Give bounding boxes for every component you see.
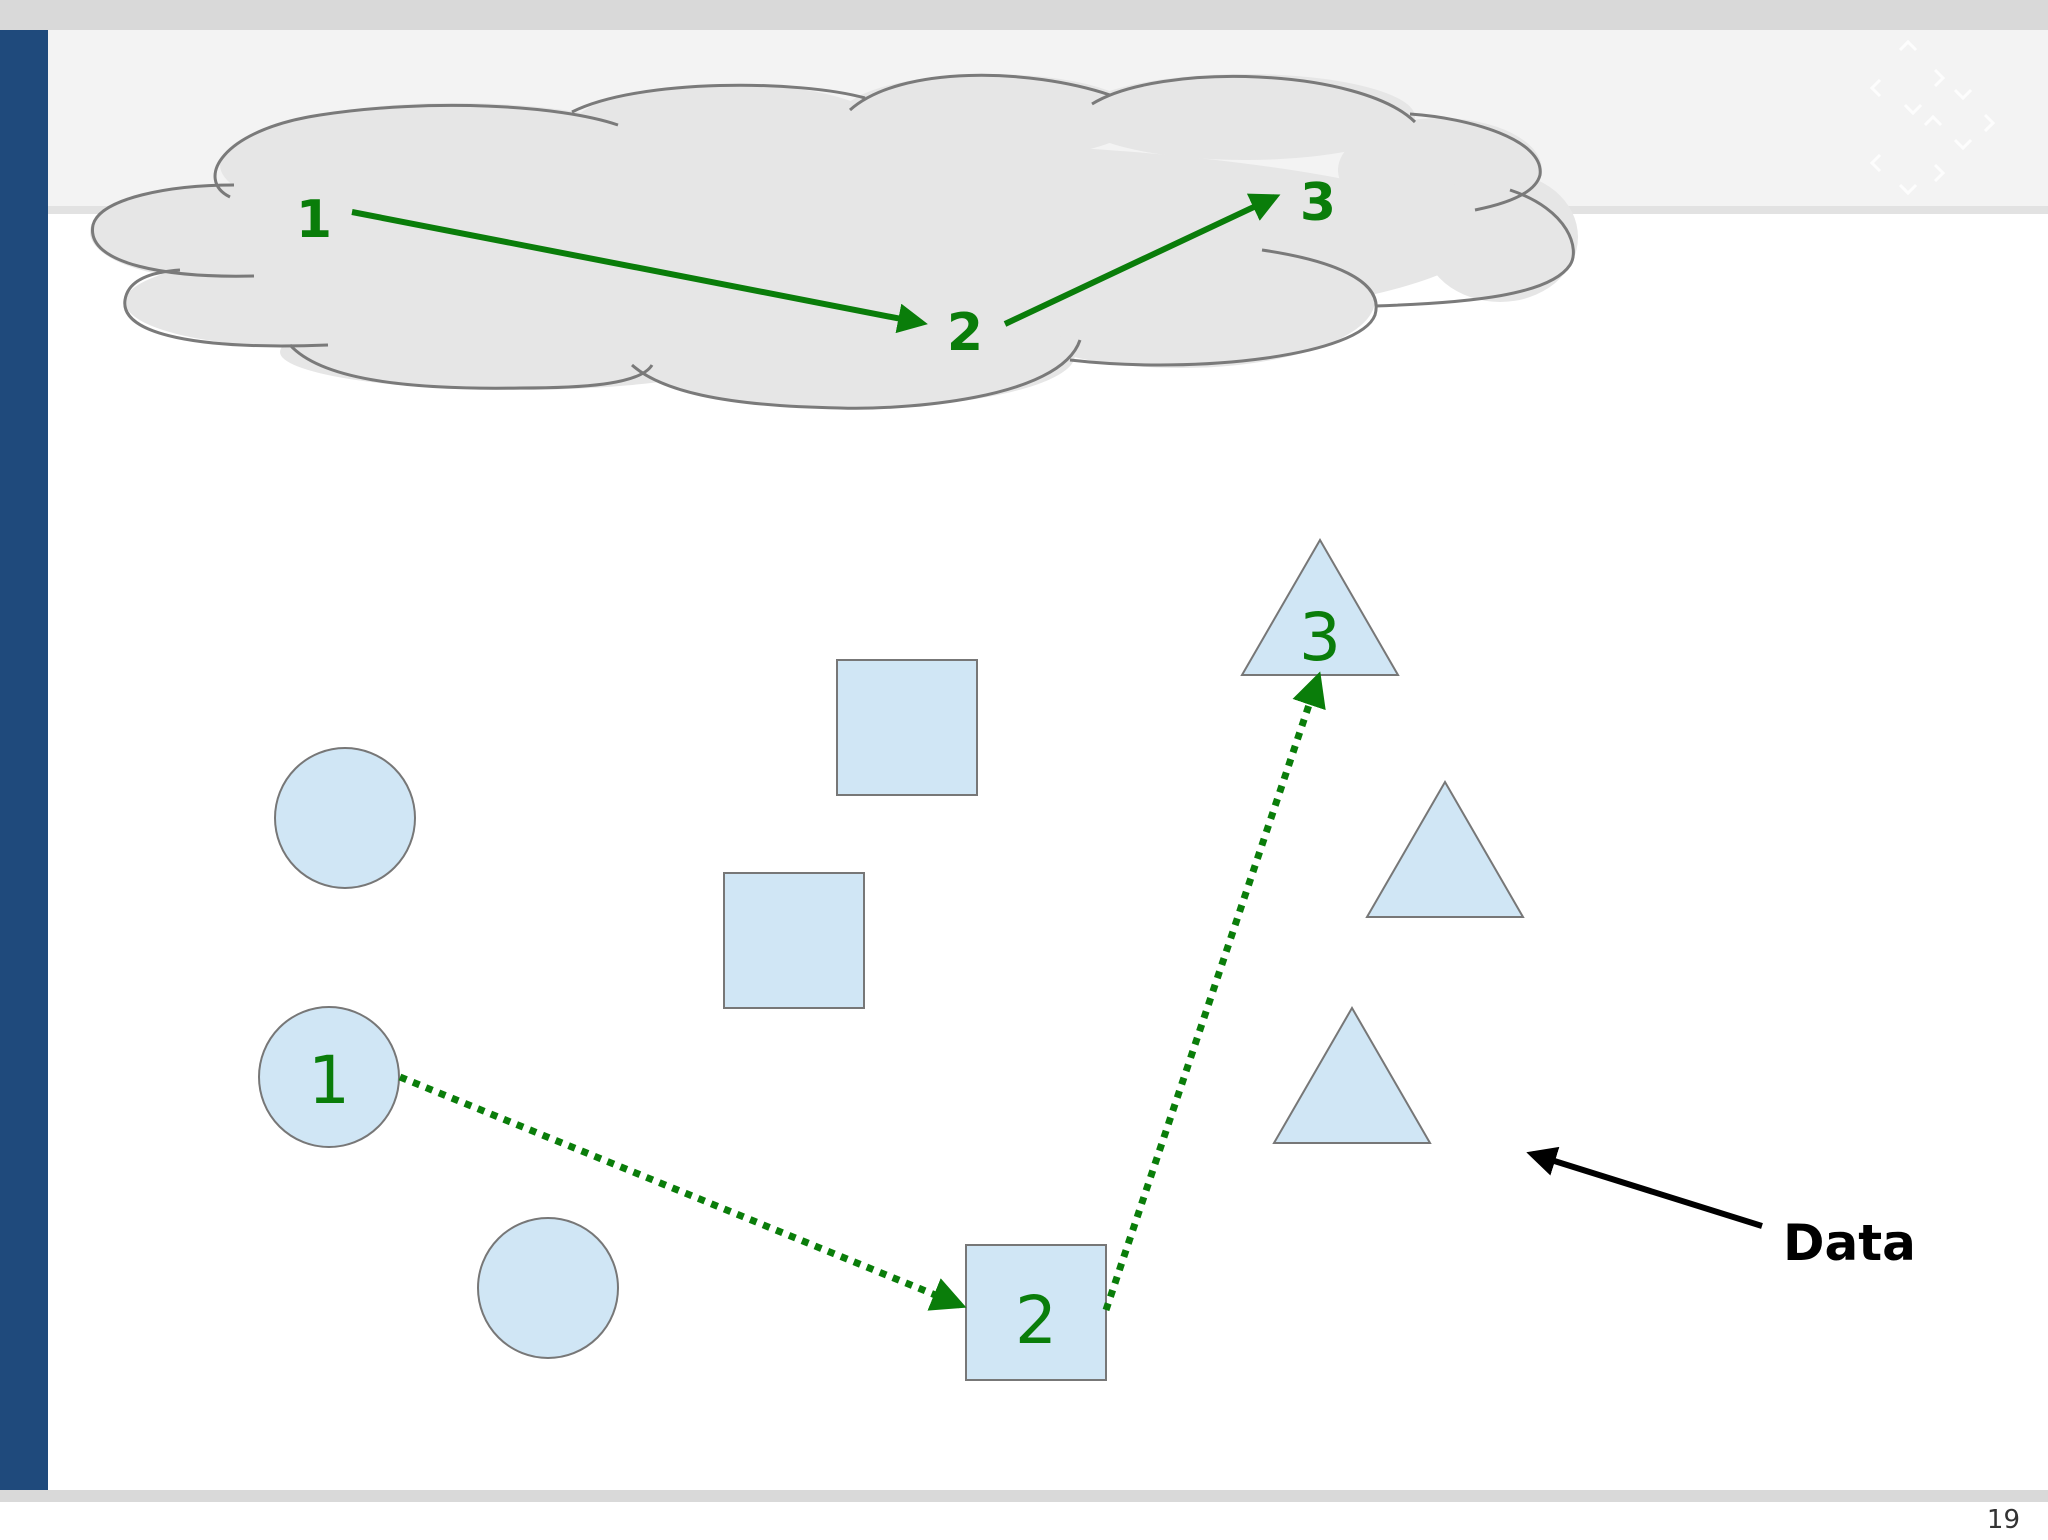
page-number: 19 (1987, 1505, 2020, 1535)
data-circle (477, 1217, 619, 1359)
data-triangle (1365, 780, 1525, 918)
data-circle-1 (258, 1006, 400, 1148)
left-accent-bar (0, 30, 48, 1492)
corner-pattern-icon (1869, 39, 1996, 196)
data-label-3: 3 (1299, 599, 1341, 676)
data-square (723, 872, 865, 1009)
data-annotation-label: Data (1783, 1214, 1916, 1272)
data-triangle (1272, 1006, 1432, 1144)
cloud-label-1: 1 (296, 190, 332, 250)
data-square-2 (965, 1244, 1107, 1381)
data-square (836, 659, 978, 796)
cloud-shape (90, 73, 1578, 410)
data-label-2: 2 (1015, 1282, 1057, 1359)
data-pointer-arrow (1526, 1146, 1763, 1229)
bottom-band (0, 1490, 2048, 1502)
cloud-label-2: 2 (947, 303, 983, 363)
data-label-1: 1 (308, 1042, 350, 1119)
cloud-label-3: 3 (1300, 173, 1336, 233)
data-circle (274, 747, 416, 889)
data-path-1-to-2 (398, 1073, 967, 1311)
cloud-arrow-2-to-3 (1003, 193, 1281, 327)
top-band (0, 0, 2048, 30)
data-path-2-to-3 (1102, 671, 1326, 1312)
cloud-arrow-1-to-2 (351, 209, 928, 334)
